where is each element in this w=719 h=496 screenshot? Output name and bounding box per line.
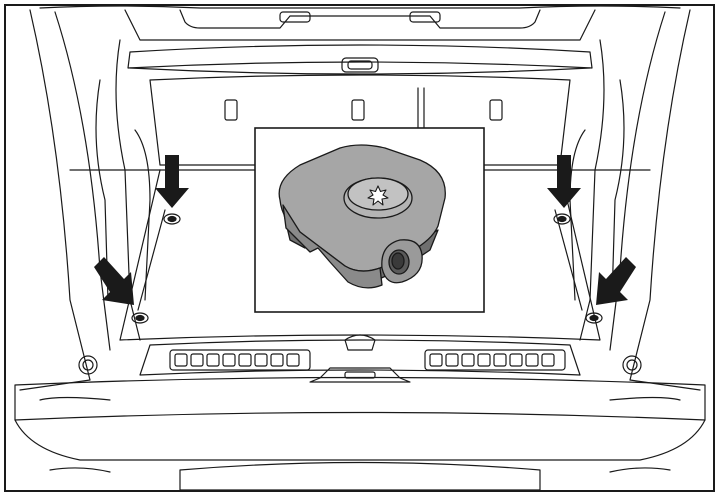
sill-plate-right-ribs bbox=[424, 349, 566, 371]
right-light bbox=[622, 355, 642, 375]
tie-down-point-rear-left-center bbox=[135, 314, 145, 322]
left-wall-trim bbox=[95, 79, 109, 301]
headrest-right bbox=[409, 11, 441, 23]
tie-down-point-front-left bbox=[163, 213, 181, 225]
exhaust-left bbox=[49, 467, 111, 473]
bumper-reflector-left bbox=[39, 396, 111, 401]
arrow-down-icon bbox=[155, 155, 189, 208]
right-pillar-inner bbox=[609, 11, 666, 351]
rear-bumper-lower bbox=[14, 419, 706, 461]
left-pillar bbox=[19, 9, 91, 391]
tie-down-point-rear-right bbox=[585, 312, 603, 324]
left-wheelarch bbox=[134, 129, 151, 301]
tie-down-point-front-right bbox=[553, 213, 571, 225]
left-light-inner bbox=[82, 359, 94, 371]
arrow-diagonal-icon bbox=[94, 257, 134, 305]
seatback-top-line bbox=[179, 9, 541, 29]
cargo-cover-handle-inner bbox=[347, 60, 373, 70]
tie-down-point-rear-right-center bbox=[589, 314, 599, 322]
exhaust-right bbox=[609, 467, 671, 473]
tie-down-point-front-right-center bbox=[557, 215, 567, 223]
floor-left-rail bbox=[137, 209, 166, 311]
cargo-cover-handle bbox=[341, 57, 379, 73]
bumper-reflector-right bbox=[609, 396, 681, 401]
floor-handle bbox=[344, 334, 376, 351]
cargo-cover-lower-edge bbox=[129, 67, 591, 75]
right-light-inner bbox=[626, 359, 638, 371]
bumper-diffuser bbox=[179, 461, 541, 491]
opening-top-line bbox=[124, 9, 596, 41]
roof-edge-line bbox=[39, 5, 681, 9]
seatback-face bbox=[149, 74, 571, 166]
seat-latch-right bbox=[489, 99, 503, 121]
left-light bbox=[78, 355, 98, 375]
right-wall-trim bbox=[611, 79, 625, 301]
sill-plate bbox=[139, 339, 581, 376]
seat-latch-center bbox=[351, 99, 365, 121]
cargo-cover-roll bbox=[127, 44, 593, 69]
seat-latch-left bbox=[224, 99, 238, 121]
floor-right-rail bbox=[554, 209, 583, 311]
right-pillar bbox=[629, 9, 701, 391]
left-pillar-inner bbox=[54, 11, 111, 351]
arrow-down-icon bbox=[547, 155, 581, 208]
arrows-group bbox=[94, 155, 636, 305]
tie-down-point-rear-left bbox=[131, 312, 149, 324]
tie-down-point-front-left-center bbox=[167, 215, 177, 223]
vehicle-outline bbox=[14, 5, 706, 491]
sill-plate-left-ribs bbox=[169, 349, 311, 371]
arrow-diagonal-icon bbox=[596, 257, 636, 305]
star-bolt-icon bbox=[367, 185, 389, 206]
headrest-left bbox=[279, 11, 311, 23]
